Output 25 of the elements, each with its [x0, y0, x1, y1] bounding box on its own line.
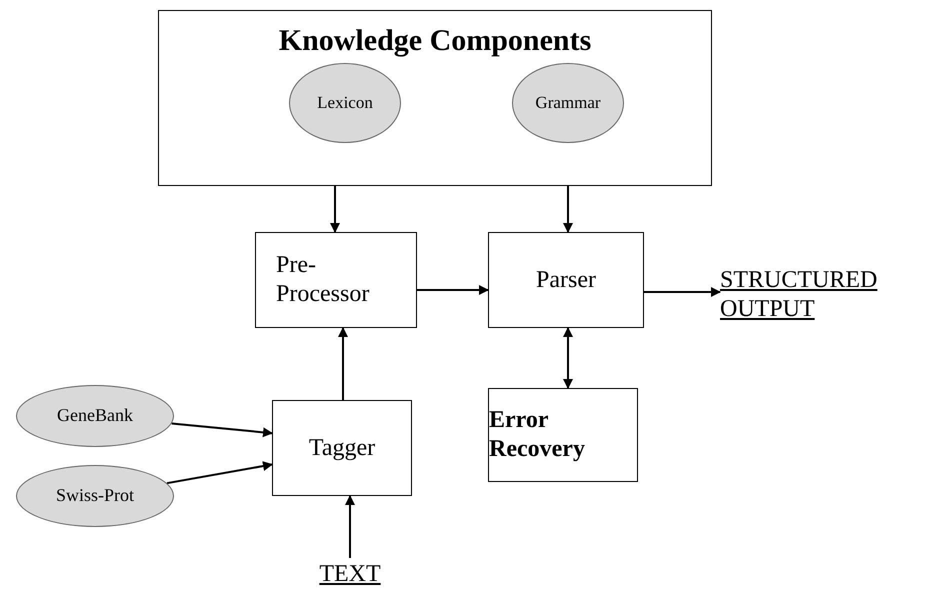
- input-label: TEXT: [319, 560, 381, 588]
- node-label: Lexicon: [317, 92, 373, 114]
- node-label: GeneBank: [57, 405, 133, 427]
- arrow: [417, 285, 489, 295]
- node-label: Error Recovery: [489, 406, 586, 464]
- arrow: [563, 327, 573, 389]
- node-label: Swiss-Prot: [56, 485, 134, 507]
- arrow: [330, 186, 340, 233]
- heading: Knowledge Components: [278, 23, 592, 59]
- arrow: [563, 186, 573, 233]
- node-label: Grammar: [535, 92, 601, 114]
- arrow: [345, 495, 355, 558]
- node-label: Tagger: [308, 434, 376, 462]
- process-box: [255, 232, 417, 328]
- group-box: [158, 10, 712, 186]
- arrow: [172, 422, 273, 438]
- node-label: Parser: [536, 266, 596, 294]
- arrow: [338, 327, 348, 400]
- arrow: [644, 287, 721, 297]
- process-box: [488, 232, 644, 328]
- process-box: [488, 388, 638, 482]
- node-label: Pre- Processor: [276, 251, 370, 309]
- process-box: [272, 400, 412, 496]
- output-label: STRUCTURED OUTPUT: [720, 266, 878, 324]
- arrow: [166, 461, 273, 484]
